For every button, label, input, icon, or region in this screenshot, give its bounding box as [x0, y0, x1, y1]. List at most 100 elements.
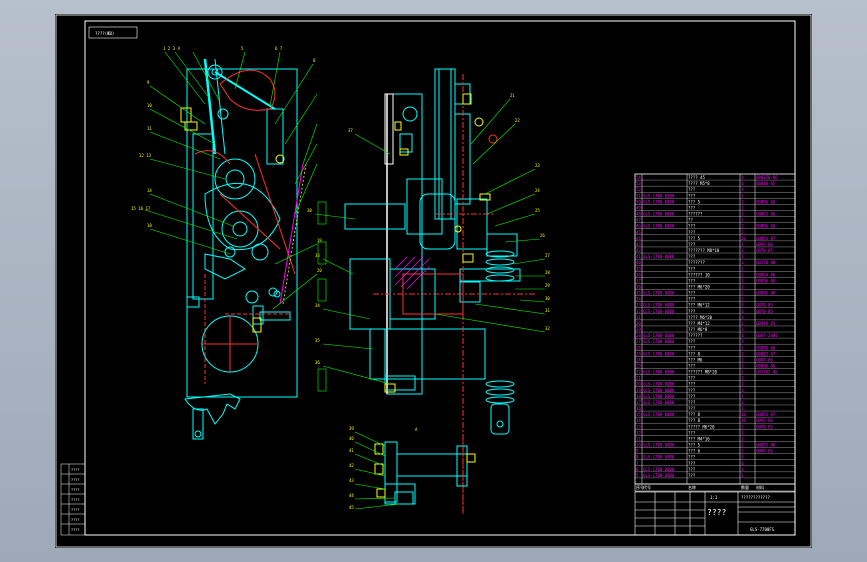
- bom-cell: ??? 8: [688, 351, 701, 356]
- svg-text:37: 37: [348, 128, 353, 133]
- side-view-leaders: [314, 98, 546, 385]
- bom-cell: GLS-1700-0000: [643, 473, 675, 478]
- bom-cell: ???: [688, 473, 696, 478]
- bom-cell: ???: [688, 400, 696, 405]
- bom-cell: 6: [636, 467, 639, 472]
- bom-cell: 44: [636, 236, 641, 241]
- bom-header-cell: 名称: [688, 484, 696, 490]
- bom-cell: GLS-1700-0000: [643, 455, 675, 460]
- bom-cell: GB97-86: [756, 357, 773, 362]
- bom-header-cell: 数量: [741, 484, 749, 490]
- bom-cell: 30: [636, 321, 641, 326]
- bom-cell: 16: [636, 406, 641, 411]
- bom-cell: GB67-2000: [756, 333, 778, 338]
- bom-cell: ???: [688, 394, 696, 399]
- bom-cell: 1: [741, 436, 744, 441]
- bom-cell: GB893-87: [756, 412, 776, 417]
- bom-cell: GB278-88: [756, 260, 776, 265]
- bom-cell: ??? 5: [688, 199, 701, 204]
- bom-cell: 31: [636, 315, 641, 320]
- bom-cell: ??? M6*20: [688, 284, 710, 289]
- bom-cell: 7: [636, 461, 639, 466]
- bom-cell: 51: [636, 193, 641, 198]
- bom-cell: ???? M6*20: [688, 315, 713, 320]
- bom-cell: ??? 5: [688, 443, 701, 448]
- bom-cell: GLS-1700-0000: [643, 370, 675, 375]
- title-block-code: GLS-7700FS: [750, 527, 775, 532]
- bom-cell: ???: [688, 382, 696, 387]
- title-tag: ????(ЖВ): [95, 31, 114, 36]
- bom-cell: 50: [636, 199, 641, 204]
- front-view-yellow: [180, 107, 285, 333]
- bom-cell: 1: [741, 400, 744, 405]
- svg-text:10: 10: [147, 103, 152, 108]
- bom-cell: 1: [741, 315, 744, 320]
- bom-cell: GB5782-86: [756, 370, 778, 375]
- bom-cell: GLS-1700-0000: [643, 291, 675, 296]
- bom-cell: 1: [741, 284, 744, 289]
- bom-cell: 23: [636, 364, 641, 369]
- bom-cell: 29: [636, 327, 641, 332]
- bom-cell: 1: [741, 364, 744, 369]
- bom-cell: 27: [636, 339, 641, 344]
- side-view-yellow: [384, 93, 491, 393]
- bom-cell: GB70-85: [756, 424, 773, 429]
- svg-text:21: 21: [510, 93, 515, 98]
- bom-cell: GLS-1700-0000: [643, 394, 675, 399]
- bom-cell: GLS-1700-0000: [643, 254, 675, 259]
- side-view-labels: 21 22 23 24 25 26 27 28 29 30 31 32 33 3…: [307, 93, 550, 365]
- bom-cell: 28: [636, 333, 641, 338]
- bom-cell: ???: [688, 345, 696, 350]
- side-view-red: [373, 74, 535, 514]
- svg-text:26: 26: [540, 233, 545, 238]
- bom-cell: 1: [741, 382, 744, 387]
- bom-cell: ???: [688, 193, 696, 198]
- bom-cell: ???: [688, 376, 696, 381]
- bom-cell: 1: [741, 212, 744, 217]
- svg-text:36: 36: [315, 360, 320, 365]
- bom-cell: ???: [688, 430, 696, 435]
- bom-cell: 1: [741, 242, 744, 247]
- bom-cell: GB893-87: [756, 351, 776, 356]
- bom-cell: GLS-1700-0000: [643, 351, 675, 356]
- svg-text:34: 34: [315, 303, 320, 308]
- bom-cell: 1: [741, 376, 744, 381]
- revision-cell: ????: [71, 478, 79, 482]
- bom-cell: GLS-1700-0000: [643, 193, 675, 198]
- side-view-hatch: [394, 256, 430, 290]
- bom-cell: 26: [636, 345, 641, 350]
- front-view-red: [194, 69, 296, 384]
- bom-cell: ??????? M8*10: [688, 248, 720, 253]
- bom-cell: 1: [741, 461, 744, 466]
- bom-cell: ??? M4*16: [688, 436, 710, 441]
- bom-cell: 1: [741, 193, 744, 198]
- title-block-sheet: 1:1: [710, 495, 718, 500]
- bom-cell: 1: [741, 449, 744, 454]
- bom-cell: 5: [636, 473, 639, 478]
- svg-text:11: 11: [147, 126, 152, 131]
- bom-cell: 1: [741, 321, 744, 326]
- bom-cell: 10: [741, 418, 746, 423]
- bom-cell: 47: [636, 218, 641, 223]
- bom-cell: 21: [636, 376, 641, 381]
- bom-cell: ?????? 10: [688, 272, 710, 277]
- bom-cell: 15: [636, 412, 641, 417]
- bom-cell: GLS-1700-0000: [643, 309, 675, 314]
- bom-cell: ???: [688, 187, 696, 192]
- bom-cell: 1: [741, 248, 744, 253]
- svg-text:41: 41: [349, 448, 354, 453]
- bom-cell: 1: [741, 254, 744, 259]
- title-block-name: ????: [707, 508, 726, 517]
- svg-text:39: 39: [349, 426, 354, 431]
- bom-cell: ??? 8: [688, 418, 701, 423]
- svg-text:45: 45: [349, 505, 354, 510]
- svg-text:8: 8: [313, 58, 316, 63]
- bom-cell: 1: [741, 473, 744, 478]
- drawing-sheet[interactable]: ????(ЖВ) ????????????????????????????: [55, 14, 812, 548]
- bom-cell: GLS-1700-0000: [643, 388, 675, 393]
- bom-cell: ????? M6*20: [688, 424, 715, 429]
- bom-cell: GB70-85: [756, 309, 773, 314]
- svg-text:1 2 3 4: 1 2 3 4: [163, 46, 180, 51]
- bom-cell: GB818-85: [756, 181, 776, 186]
